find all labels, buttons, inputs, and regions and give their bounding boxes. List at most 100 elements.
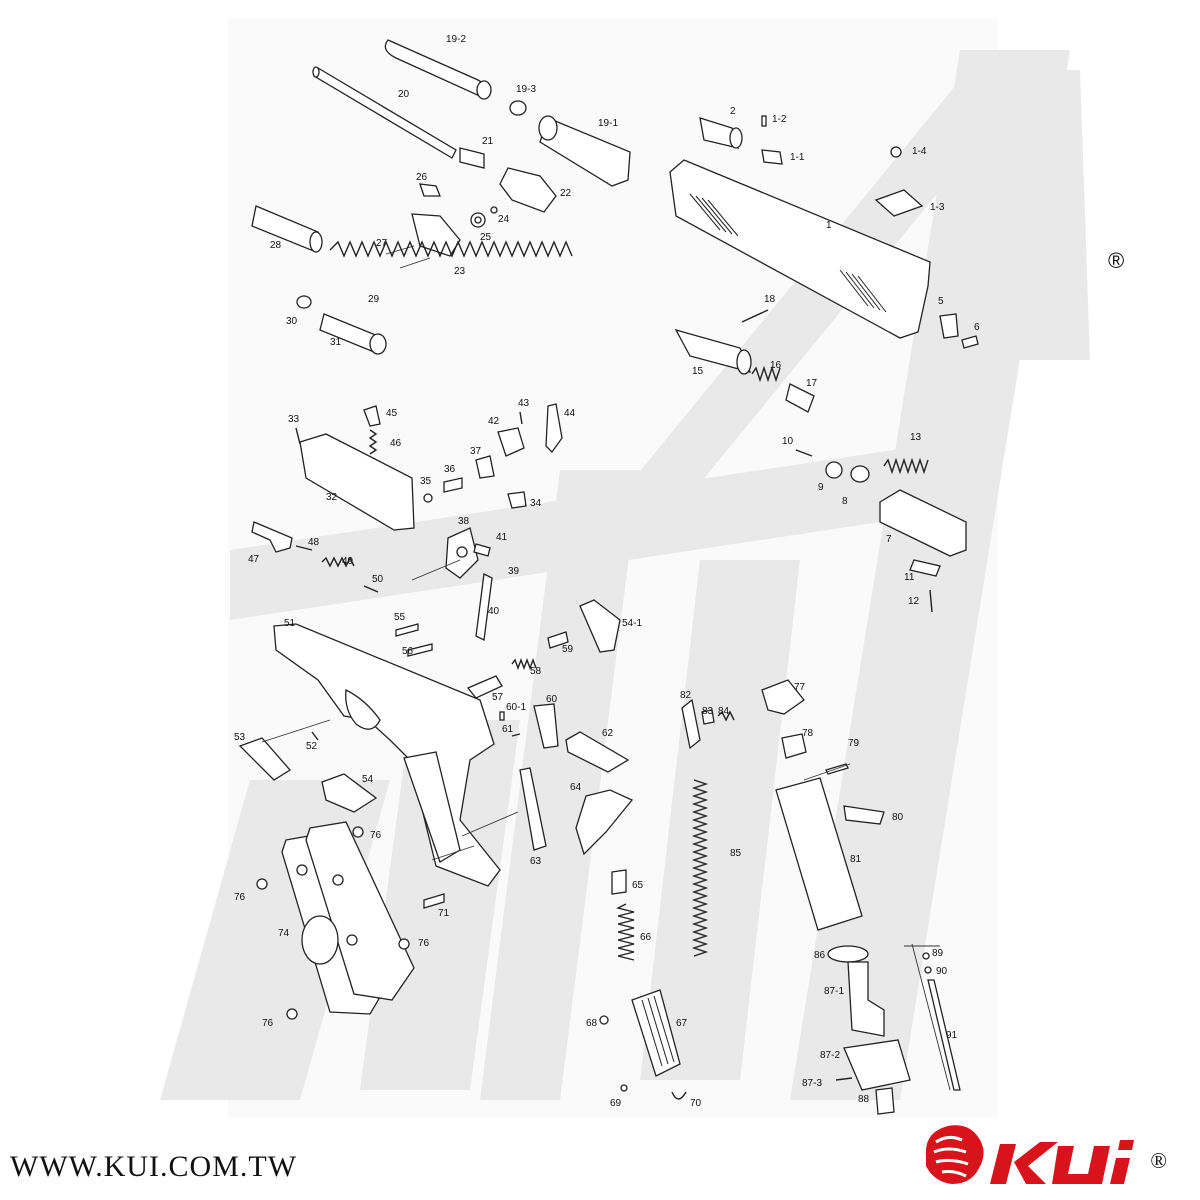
mainspring-group: [599, 869, 687, 1100]
footer-url-link[interactable]: WWW.KUI.COM.TW: [10, 1150, 298, 1183]
label-68: 68: [586, 1018, 598, 1029]
label-79: 79: [848, 738, 860, 749]
label-86: 86: [814, 950, 826, 961]
frame-internals-group: [251, 403, 563, 641]
label-1-3: 1-3: [930, 202, 945, 213]
label-1-2: 1-2: [772, 114, 787, 125]
label-23: 23: [454, 266, 466, 277]
label-91: 91: [946, 1030, 958, 1041]
lion-icon: [925, 1125, 984, 1184]
label-2: 2: [730, 106, 736, 117]
label-65: 65: [632, 880, 644, 891]
label-76d: 76: [262, 1018, 274, 1029]
label-31: 31: [330, 337, 342, 348]
label-43: 43: [518, 398, 530, 409]
part-labels: 19-2 20 19-3 19-1 21 22 26 24 25 28 27 2…: [234, 34, 980, 1109]
label-1: 1: [826, 220, 832, 231]
label-82: 82: [680, 690, 692, 701]
label-28: 28: [270, 240, 282, 251]
label-54: 54: [362, 774, 374, 785]
label-33: 33: [288, 414, 300, 425]
label-16: 16: [770, 360, 782, 371]
barrel-group: [251, 39, 631, 355]
label-67: 67: [676, 1018, 688, 1029]
label-19-2: 19-2: [446, 34, 466, 45]
label-37: 37: [470, 446, 482, 457]
label-76c: 76: [418, 938, 430, 949]
label-26: 26: [416, 172, 428, 183]
registered-mark: ®: [1108, 248, 1125, 273]
label-48: 48: [308, 537, 320, 548]
label-39: 39: [508, 566, 520, 577]
label-19-1: 19-1: [598, 118, 618, 129]
label-88: 88: [858, 1094, 870, 1105]
label-52: 52: [306, 741, 318, 752]
label-40: 40: [488, 606, 500, 617]
label-50: 50: [372, 574, 384, 585]
label-36: 36: [444, 464, 456, 475]
label-66: 66: [640, 932, 652, 943]
brand-wordmark: [990, 1140, 1134, 1184]
label-49: 49: [342, 556, 354, 567]
label-12: 12: [908, 596, 920, 607]
label-10: 10: [782, 436, 794, 447]
label-58: 58: [530, 666, 542, 677]
label-18: 18: [764, 294, 776, 305]
label-87-1: 87-1: [824, 986, 844, 997]
label-13: 13: [910, 432, 922, 443]
label-63: 63: [530, 856, 542, 867]
label-9: 9: [818, 482, 824, 493]
label-54-1: 54-1: [622, 618, 642, 629]
label-44: 44: [564, 408, 576, 419]
label-70: 70: [690, 1098, 702, 1109]
brand-reg-mark: ®: [1150, 1148, 1167, 1173]
watermark: [160, 18, 1090, 1118]
label-6: 6: [974, 322, 980, 333]
label-74: 74: [278, 928, 290, 939]
label-29: 29: [368, 294, 380, 305]
label-87-3: 87-3: [802, 1078, 822, 1089]
label-32: 32: [326, 492, 338, 503]
label-61: 61: [502, 724, 514, 735]
label-34: 34: [530, 498, 542, 509]
label-27: 27: [376, 238, 388, 249]
label-76a: 76: [370, 830, 382, 841]
grip-group: [256, 821, 445, 1020]
label-76b: 76: [234, 892, 246, 903]
label-57: 57: [492, 692, 504, 703]
magazine-group: [681, 679, 961, 1115]
label-30: 30: [286, 316, 298, 327]
label-60-1: 60-1: [506, 702, 526, 713]
label-89: 89: [932, 948, 944, 959]
label-84: 84: [718, 706, 730, 717]
label-90: 90: [936, 966, 948, 977]
label-56: 56: [402, 646, 414, 657]
label-83: 83: [702, 706, 714, 717]
label-81: 81: [850, 854, 862, 865]
label-5: 5: [938, 296, 944, 307]
label-87-2: 87-2: [820, 1050, 840, 1061]
leader-lines: [261, 719, 951, 1091]
label-35: 35: [420, 476, 432, 487]
label-41: 41: [496, 532, 508, 543]
label-55: 55: [394, 612, 406, 623]
label-19-3: 19-3: [516, 84, 536, 95]
label-1-1: 1-1: [790, 152, 805, 163]
label-59: 59: [562, 644, 574, 655]
label-53: 53: [234, 732, 246, 743]
label-17: 17: [806, 378, 818, 389]
label-45: 45: [386, 408, 398, 419]
label-24: 24: [498, 214, 510, 225]
label-60: 60: [546, 694, 558, 705]
label-64: 64: [570, 782, 582, 793]
label-20: 20: [398, 89, 410, 100]
label-80: 80: [892, 812, 904, 823]
label-51: 51: [284, 618, 296, 629]
label-15: 15: [692, 366, 704, 377]
label-38: 38: [458, 516, 470, 527]
label-11: 11: [904, 572, 915, 583]
label-71: 71: [438, 908, 450, 919]
label-85: 85: [730, 848, 742, 859]
label-78: 78: [802, 728, 814, 739]
